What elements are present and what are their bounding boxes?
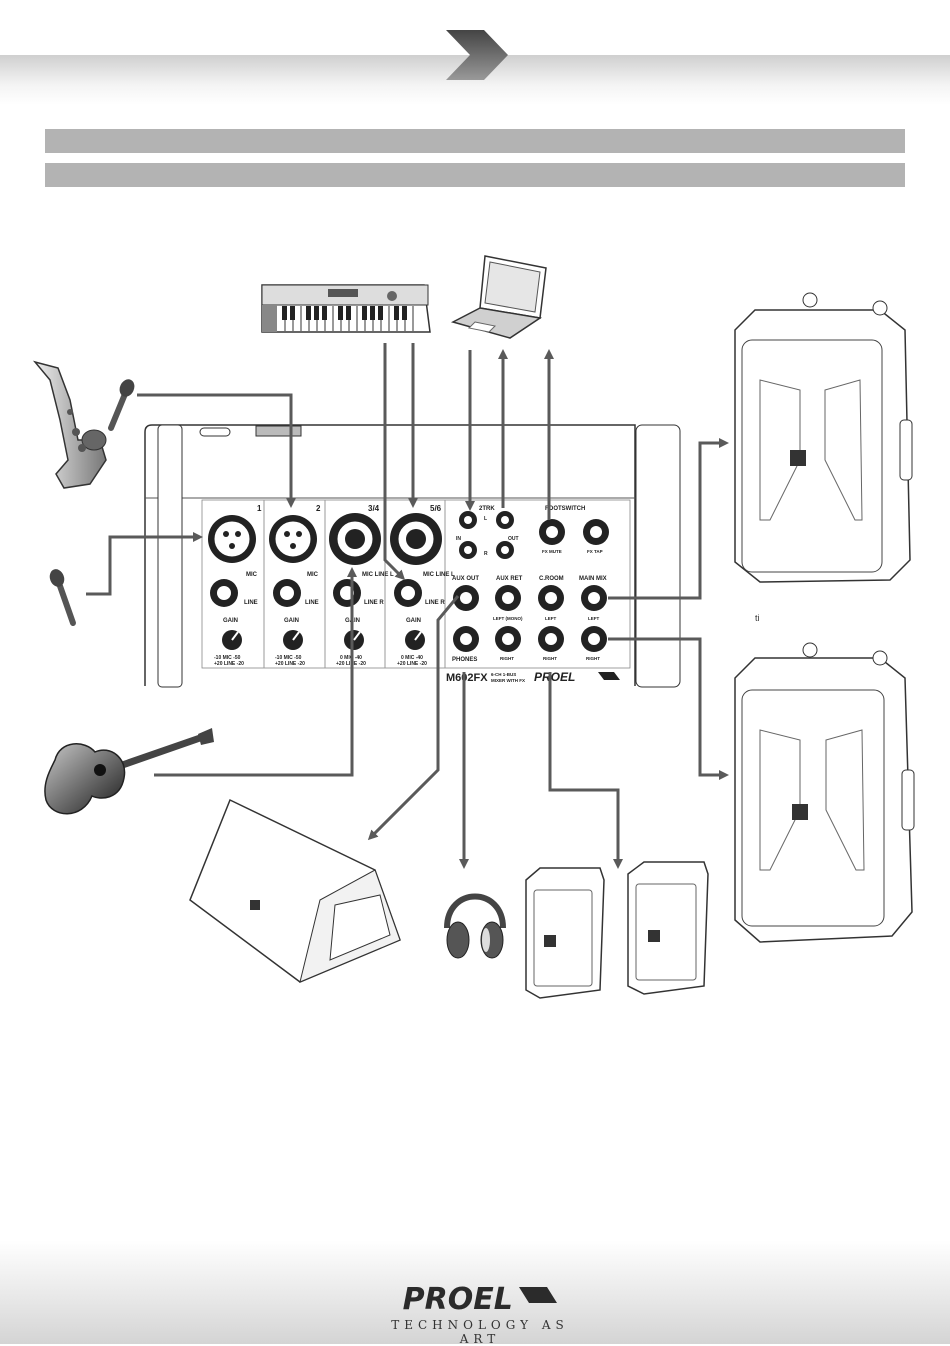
aux-ret-label: AUX RET: [496, 576, 523, 582]
small-speaker-icon: [627, 861, 709, 995]
c-room-jack[interactable]: [538, 585, 564, 611]
xlr-input-jack[interactable]: [269, 515, 317, 563]
section-title-bar-1: [45, 129, 905, 153]
connection-lines: [86, 343, 729, 869]
2trk-label: 2TRK: [479, 506, 495, 512]
logo-tagline: TECHNOLOGY AS ART: [391, 1318, 569, 1346]
bottom-footer-band: [0, 1240, 950, 1344]
c-room-jack[interactable]: [538, 626, 564, 652]
gain-label: GAIN: [223, 618, 238, 624]
main-mix-jack[interactable]: [581, 626, 607, 652]
ch56-label: 5/6: [430, 504, 442, 513]
mic-label: MIC: [246, 572, 258, 578]
xlr-input-jack[interactable]: [208, 515, 256, 563]
gain-knob[interactable]: [405, 630, 425, 650]
ch34-label: 3/4: [368, 504, 380, 513]
aux-out-jack[interactable]: [453, 585, 479, 611]
section-title-bar-2: [45, 163, 905, 187]
left-mono-label: LEFT (MONO): [493, 616, 523, 621]
header-chevron-icon: [446, 30, 508, 80]
gain-knob[interactable]: [344, 630, 364, 650]
model-label: M602FX: [446, 672, 488, 684]
rca-jack[interactable]: [459, 511, 477, 529]
right-label: RIGHT: [500, 656, 514, 661]
gain-scale-label: +20 LINE -20: [397, 661, 427, 667]
line-r-label: LINE R: [364, 600, 384, 606]
left-label: LEFT: [588, 616, 599, 621]
line-label: LINE: [244, 600, 258, 606]
l-label: L: [484, 516, 487, 522]
r-label: R: [484, 551, 488, 557]
aux-out-label: AUX OUT: [452, 576, 479, 582]
ch2-label: 2: [316, 504, 321, 513]
fx-mute-label: FX MUTE: [542, 549, 562, 554]
logo-wordmark: PROEL: [402, 1282, 513, 1317]
proel-logo: PROEL TECHNOLOGY AS ART: [385, 1282, 575, 1346]
main-mix-jack[interactable]: [581, 585, 607, 611]
small-speaker-icon: [525, 867, 605, 999]
left-label: LEFT: [545, 616, 556, 621]
right-label: RIGHT: [586, 656, 600, 661]
fx-tap-label: FX TAP: [587, 549, 603, 554]
gain-scale-label: -10 MIC -50: [275, 655, 302, 661]
right-label: RIGHT: [543, 656, 557, 661]
microphone-icon: [108, 379, 135, 431]
phones-jack[interactable]: [453, 626, 479, 652]
aux-ret-jack[interactable]: [495, 585, 521, 611]
phones-label: PHONES: [452, 657, 477, 663]
stray-mark: ti: [755, 613, 760, 623]
footswitch-jack[interactable]: [539, 519, 565, 545]
model-subtitle: 6-CH 1-BUS: [491, 672, 516, 677]
mic-line-l-label: MIC LINE L: [362, 572, 394, 578]
mic-line-l-label: MIC LINE L: [423, 572, 455, 578]
gain-label: GAIN: [284, 618, 299, 624]
gain-label: GAIN: [406, 618, 421, 624]
gain-knob[interactable]: [222, 630, 242, 650]
combo-input-jack[interactable]: [390, 513, 442, 565]
main-mix-label: MAIN MIX: [579, 576, 607, 582]
line-input-jack[interactable]: [394, 579, 422, 607]
acoustic-guitar-icon: [44, 728, 214, 815]
gain-scale-label: -10 MIC -50: [214, 655, 241, 661]
c-room-label: C.ROOM: [539, 576, 564, 582]
line-input-jack[interactable]: [333, 579, 361, 607]
footswitch-label: FOOTSWITCH: [545, 506, 585, 512]
rca-jack[interactable]: [496, 511, 514, 529]
mic-label: MIC: [307, 572, 319, 578]
footswitch-jack[interactable]: [583, 519, 609, 545]
line-r-label: LINE R: [425, 600, 445, 606]
gain-scale-label: +20 LINE -20: [275, 661, 305, 667]
stage-monitor-speaker-icon: [189, 798, 401, 983]
out-label: OUT: [508, 536, 519, 542]
main-speaker-right-icon: [734, 642, 915, 943]
mixer-brand-label: PROEL: [534, 670, 575, 684]
saxophone-icon: [32, 360, 107, 489]
line-label: LINE: [305, 600, 319, 606]
in-label: IN: [456, 536, 461, 542]
line-input-jack[interactable]: [210, 579, 238, 607]
aux-ret-jack[interactable]: [495, 626, 521, 652]
gain-scale-label: 0 MIC -40: [401, 655, 423, 661]
rca-jack[interactable]: [496, 541, 514, 559]
rca-jack[interactable]: [459, 541, 477, 559]
line-input-jack[interactable]: [273, 579, 301, 607]
laptop-icon: [450, 255, 547, 339]
ch1-label: 1: [257, 504, 262, 513]
model-subtitle: MIXER WITH FX: [491, 678, 525, 683]
brand-mark-icon: [598, 672, 620, 680]
gain-scale-label: +20 LINE -20: [214, 661, 244, 667]
keyboard-synth-icon: [261, 284, 431, 333]
microphone-icon: [49, 569, 76, 626]
headphones-icon: [444, 893, 506, 959]
main-speaker-left-icon: [734, 292, 913, 583]
logo-mark-icon: [519, 1287, 558, 1303]
gain-knob[interactable]: [283, 630, 303, 650]
combo-input-jack[interactable]: [329, 513, 381, 565]
